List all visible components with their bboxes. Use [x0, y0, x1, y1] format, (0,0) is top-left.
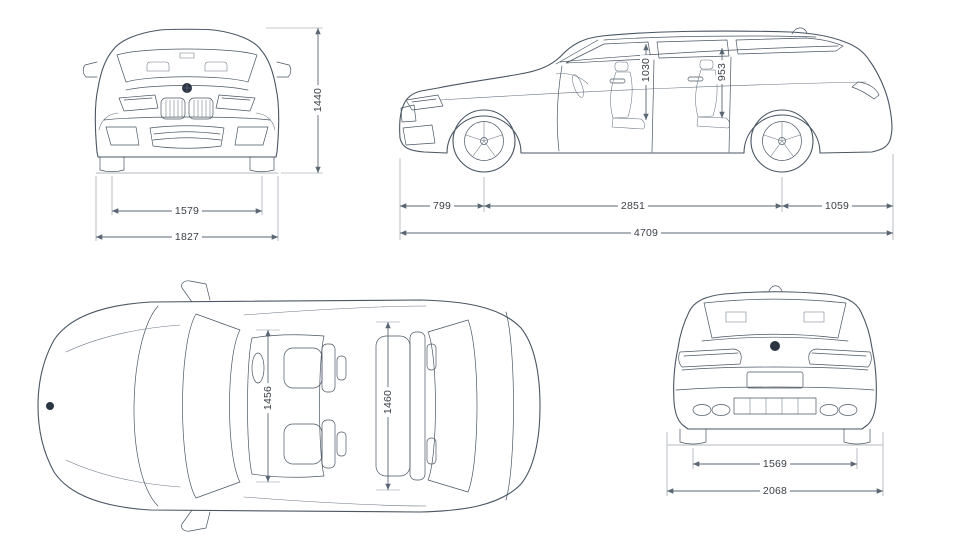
front-view-dimension-lines — [95, 27, 323, 241]
front-right-wheel — [249, 156, 275, 173]
dim-label-overall-height: 1440 — [312, 84, 324, 116]
dim-label-overall-length: 4709 — [630, 227, 662, 239]
dim-label-rear-overall-width: 2068 — [759, 485, 791, 497]
beltline — [559, 45, 839, 63]
rear-view-drawing — [667, 285, 883, 446]
right-mirror — [276, 61, 292, 78]
windshield-plan — [182, 313, 241, 499]
side-headlight — [405, 94, 444, 111]
dim-label-front-overall-width: 1827 — [171, 231, 203, 243]
character-line — [439, 81, 867, 101]
a-pillar — [555, 39, 599, 65]
left-taillight — [678, 348, 742, 368]
right-headlight — [215, 94, 256, 112]
top-left-mirror — [181, 280, 211, 303]
kidney-grille — [160, 97, 214, 120]
c-pillar-door-line — [728, 56, 732, 153]
quarter-window — [735, 37, 844, 55]
side-taillight — [851, 81, 880, 100]
dim-label-rear-overhang: 1059 — [821, 200, 853, 212]
rear-body-outline — [673, 291, 877, 430]
rear-headrests — [725, 311, 825, 323]
dim-label-rear-track: 1569 — [759, 458, 791, 470]
front-bumper — [103, 116, 271, 121]
front-door-window — [565, 41, 652, 64]
brand-roundel-icon-rear — [770, 341, 780, 351]
rear-wheel — [750, 109, 814, 173]
tailgate-window-base — [701, 336, 849, 342]
top-view-drawing — [37, 280, 541, 532]
rear-window-plan — [427, 319, 478, 493]
b-pillar-door-line — [651, 59, 655, 153]
dim-label-front-interior-height: 1030 — [640, 54, 652, 86]
tailgate-seam — [681, 366, 869, 371]
top-body-outline — [37, 299, 541, 513]
rear-window — [703, 298, 847, 339]
rear-door-handle — [687, 76, 704, 82]
side-front-intake — [402, 124, 436, 146]
rear-door-window — [656, 39, 730, 59]
front-view-drawing — [82, 28, 292, 174]
rear-diffuser — [733, 397, 817, 415]
dim-label-rear-interior-width: 1460 — [382, 386, 394, 418]
dim-label-rear-interior-height: 953 — [716, 59, 728, 85]
center-air-intake — [149, 125, 225, 149]
dim-label-front-overhang: 799 — [429, 200, 455, 212]
hood-creases — [65, 324, 181, 488]
top-right-mirror — [181, 509, 211, 532]
top-view-dimension-lines — [256, 321, 400, 491]
top-view-seats — [251, 331, 437, 481]
dim-label-front-interior-width: 1456 — [262, 382, 274, 414]
left-mirror — [82, 61, 98, 78]
side-glass-lines — [243, 305, 427, 507]
tailgate-plan — [505, 311, 514, 501]
left-headlight — [118, 94, 159, 112]
hood-shutline — [133, 305, 159, 507]
right-taillight — [808, 348, 872, 368]
front-fender-arcs — [98, 112, 276, 131]
front-door-handle — [609, 78, 626, 84]
rear-right-wheel — [843, 428, 871, 445]
rear-left-wheel — [679, 428, 707, 445]
antenna-fin — [791, 27, 808, 35]
right-air-intake — [234, 126, 269, 146]
steering-wheel-plan — [251, 352, 265, 384]
sunroof-panel — [247, 334, 325, 478]
front-left-wheel — [99, 156, 125, 173]
roof-inner-line — [603, 35, 817, 41]
side-view-drawing — [399, 27, 893, 173]
rear-bumper-line — [675, 386, 875, 391]
rear-antenna-fin — [768, 285, 783, 292]
interior-seats — [555, 59, 731, 130]
side-body-outline — [399, 30, 893, 154]
side-grille — [400, 104, 417, 123]
dim-label-front-track: 1579 — [171, 205, 203, 217]
exhaust-tips — [692, 404, 858, 416]
steering-wheel — [572, 74, 584, 98]
license-plate-recess — [746, 371, 804, 389]
front-door-line — [556, 65, 563, 152]
brand-roundel-icon-top — [46, 402, 54, 410]
dashboard-line — [555, 73, 589, 85]
front-wheel — [452, 109, 516, 173]
front-body-outline — [94, 28, 280, 158]
dim-label-wheelbase: 2851 — [617, 200, 649, 212]
front-windshield — [116, 48, 258, 83]
front-interior-headrests — [146, 52, 228, 72]
left-air-intake — [105, 126, 140, 146]
